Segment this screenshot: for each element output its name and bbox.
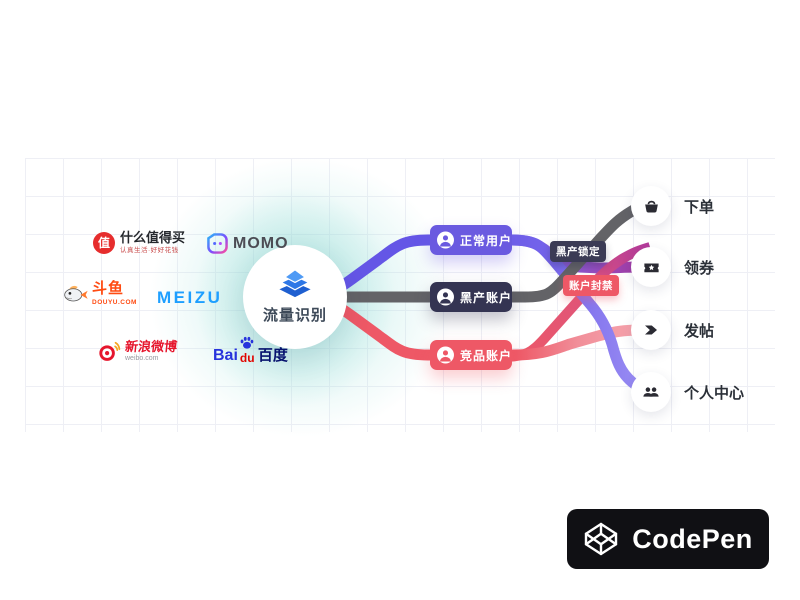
dest-personal-center-node xyxy=(631,372,671,412)
baidu-text-du: du xyxy=(239,351,255,365)
users-icon xyxy=(643,387,659,397)
logo-meizu: MEIZU xyxy=(157,288,222,308)
baidu-paw-icon xyxy=(240,336,254,349)
dest-coupon-node xyxy=(631,247,671,287)
baidu-text-bai: Bai xyxy=(213,347,238,364)
logo-baidu: Bai du 百度 xyxy=(213,336,288,365)
smzdm-badge-icon: 值 xyxy=(93,231,115,254)
category-competitor-account: 竞品账户 xyxy=(430,340,512,370)
codepen-label: CodePen xyxy=(632,523,753,554)
weibo-eye-icon xyxy=(99,342,121,362)
baidu-text-cn: 百度 xyxy=(257,347,288,364)
baidu-du-wrap: du xyxy=(238,336,256,365)
category-label: 竞品账户 xyxy=(459,348,512,363)
meizu-title: MEIZU xyxy=(157,288,223,307)
dest-post-node xyxy=(631,310,671,350)
category-black-account: 黑产账户 xyxy=(430,282,512,312)
momo-title: MOMO xyxy=(233,234,289,252)
dest-order-node xyxy=(631,186,671,226)
tag-account-ban: 账户封禁 xyxy=(563,275,619,296)
coupon-icon xyxy=(643,263,659,272)
traffic-identify-node: 流量识别 xyxy=(243,245,347,349)
dest-order-label: 下单 xyxy=(684,199,715,216)
weibo-subtitle: weibo.com xyxy=(125,355,159,363)
post-arrow-icon xyxy=(645,325,657,335)
smzdm-title: 什么值得买 xyxy=(120,230,186,245)
weibo-title: 新浪微博 xyxy=(124,339,178,354)
tag-black-production-lock: 黑产锁定 xyxy=(550,241,606,262)
codepen-logo-icon xyxy=(585,522,618,556)
user-icon xyxy=(437,346,454,364)
momo-chat-icon xyxy=(207,233,228,254)
codepen-badge[interactable]: CodePen xyxy=(567,509,769,569)
dest-personal-center-label: 个人中心 xyxy=(684,385,745,402)
smzdm-slogan: 认真生活·好好花钱 xyxy=(120,247,179,255)
douyu-subtitle: DOUYU.COM xyxy=(92,298,137,306)
dest-coupon-label: 领券 xyxy=(684,260,715,277)
dest-post-label: 发帖 xyxy=(684,323,715,340)
center-node-label: 流量识别 xyxy=(262,307,327,324)
logo-douyu: 斗鱼 DOUYU.COM xyxy=(62,280,137,306)
logo-smzdm: 值 什么值得买 认真生活·好好花钱 xyxy=(93,230,186,255)
user-icon xyxy=(437,231,454,249)
category-normal-user: 正常用户 xyxy=(430,225,512,255)
douyu-fish-icon xyxy=(64,285,88,302)
logo-momo: MOMO xyxy=(207,233,289,254)
category-label: 黑产账户 xyxy=(459,290,512,305)
douyu-title: 斗鱼 xyxy=(92,280,125,297)
user-icon xyxy=(437,288,454,306)
basket-icon xyxy=(644,200,658,212)
logo-weibo: 新浪微博 weibo.com xyxy=(98,339,178,363)
layers-pyramid-icon xyxy=(276,269,314,299)
category-label: 正常用户 xyxy=(459,233,512,248)
